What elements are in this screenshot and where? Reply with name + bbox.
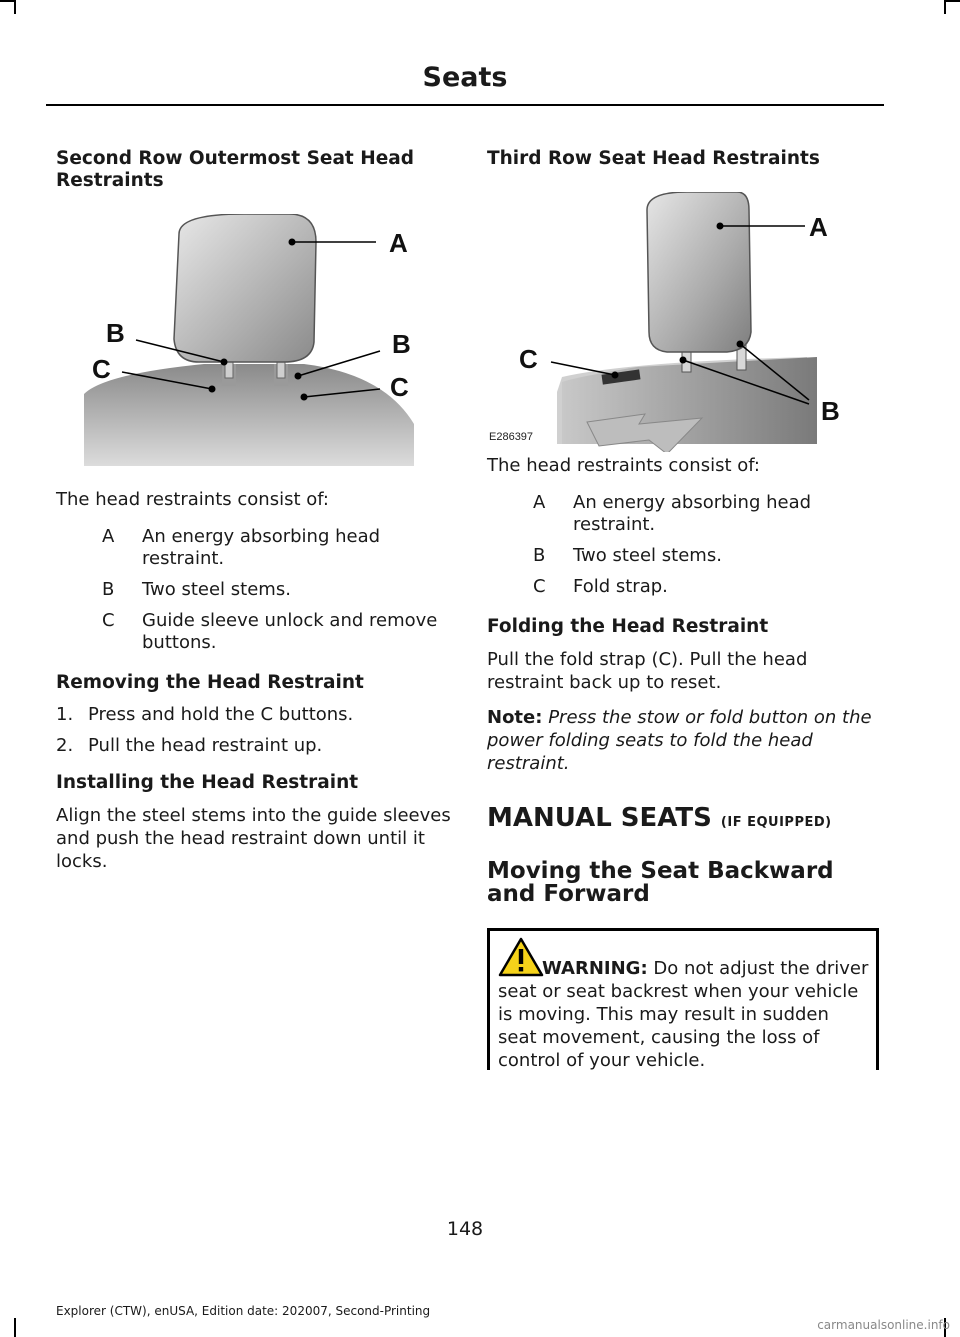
warning-icon (498, 937, 544, 977)
key-item: A An energy absorbing head restraint. (487, 492, 879, 536)
key-text: Two steel stems. (142, 579, 291, 600)
section-title: Second Row Outermost Seat Head Restraint… (56, 148, 414, 191)
warning-text: WARNING: Do not adjust the driver seat o… (498, 957, 870, 1072)
key-letter: A (102, 526, 115, 547)
step-text: Press and hold the C buttons. (88, 704, 354, 725)
warning-body: Do not adjust the driver seat or seat ba… (498, 958, 869, 1071)
step-text: Pull the head restraint up. (88, 735, 323, 756)
step-item: 1. Press and hold the C buttons. (56, 704, 452, 726)
key-item: C Fold strap. (487, 576, 879, 598)
key-letter: A (533, 492, 546, 513)
key-letter: C (102, 610, 115, 631)
crop-mark (946, 0, 960, 2)
right-column: Third Row Seat Head Restraints A B C E28… (487, 148, 879, 906)
key-list: A An energy absorbing head restraint. B … (56, 526, 452, 654)
key-list: A An energy absorbing head restraint. B … (487, 492, 879, 598)
key-item: A An energy absorbing head restraint. (56, 526, 452, 570)
page-title: Seats (422, 62, 508, 93)
key-text: An energy absorbing head restraint. (142, 526, 381, 569)
page-number: 148 (446, 1218, 484, 1240)
if-equipped-label: (IF EQUIPPED) (720, 815, 832, 830)
header-rule (46, 104, 884, 106)
installing-title: Installing the Head Restraint (56, 772, 359, 793)
warning-label: WARNING: (542, 958, 648, 979)
crop-mark (0, 0, 14, 2)
watermark: carmanualsonline.info (817, 1318, 950, 1332)
key-text: Guide sleeve unlock and remove buttons. (142, 610, 438, 653)
removing-title: Removing the Head Restraint (56, 672, 364, 693)
crop-mark (944, 0, 946, 14)
callout-c-right: C (390, 372, 409, 402)
callout-b: B (821, 396, 840, 426)
key-text: Fold strap. (573, 576, 668, 597)
moving-title: Moving the Seat Backward and Forward (487, 858, 834, 907)
callout-b-left: B (106, 318, 125, 348)
intro-text: The head restraints consist of: (56, 489, 329, 510)
callout-a: A (809, 212, 828, 242)
key-item: B Two steel stems. (56, 579, 452, 601)
crop-mark (14, 0, 16, 14)
callout-b-right: B (392, 329, 411, 359)
step-item: 2. Pull the head restraint up. (56, 735, 452, 757)
folding-title: Folding the Head Restraint (487, 616, 769, 637)
figure-code: E286397 (489, 431, 533, 443)
manual-seats-title: MANUAL SEATS (IF EQUIPPED) (487, 803, 879, 838)
section-title: Third Row Seat Head Restraints (487, 148, 820, 169)
third-row-head-restraint-figure: A B C E286397 (489, 192, 840, 452)
key-letter: C (533, 576, 546, 597)
footer-text: Explorer (CTW), enUSA, Edition date: 202… (56, 1304, 431, 1318)
callout-a: A (389, 228, 408, 258)
step-number: 2. (56, 735, 74, 756)
manual-seats-heading: MANUAL SEATS (487, 803, 712, 833)
key-item: B Two steel stems. (487, 545, 879, 567)
second-row-head-restraint-figure: A B B C C (84, 214, 414, 466)
key-text: Two steel stems. (573, 545, 722, 566)
left-column: Second Row Outermost Seat Head Restraint… (56, 148, 452, 873)
callout-c: C (519, 344, 538, 374)
note-text: Press the stow or fold button on the pow… (487, 707, 872, 774)
step-number: 1. (56, 704, 74, 725)
note-label: Note: (487, 707, 543, 728)
warning-box: WARNING: Do not adjust the driver seat o… (487, 928, 879, 1072)
crop-mark (14, 1318, 16, 1337)
intro-text: The head restraints consist of: (487, 455, 760, 476)
key-letter: B (533, 545, 546, 566)
callout-c-left: C (92, 354, 111, 384)
crop-mark (944, 1318, 946, 1337)
key-text: An energy absorbing head restraint. (573, 492, 812, 535)
folding-text: Pull the fold strap (C). Pull the head r… (487, 649, 808, 693)
installing-text: Align the steel stems into the guide sle… (56, 805, 451, 872)
note: Note: Press the stow or fold button on t… (487, 706, 879, 775)
key-letter: B (102, 579, 115, 600)
key-item: C Guide sleeve unlock and remove buttons… (56, 610, 452, 654)
removing-steps: 1. Press and hold the C buttons. 2. Pull… (56, 704, 452, 757)
